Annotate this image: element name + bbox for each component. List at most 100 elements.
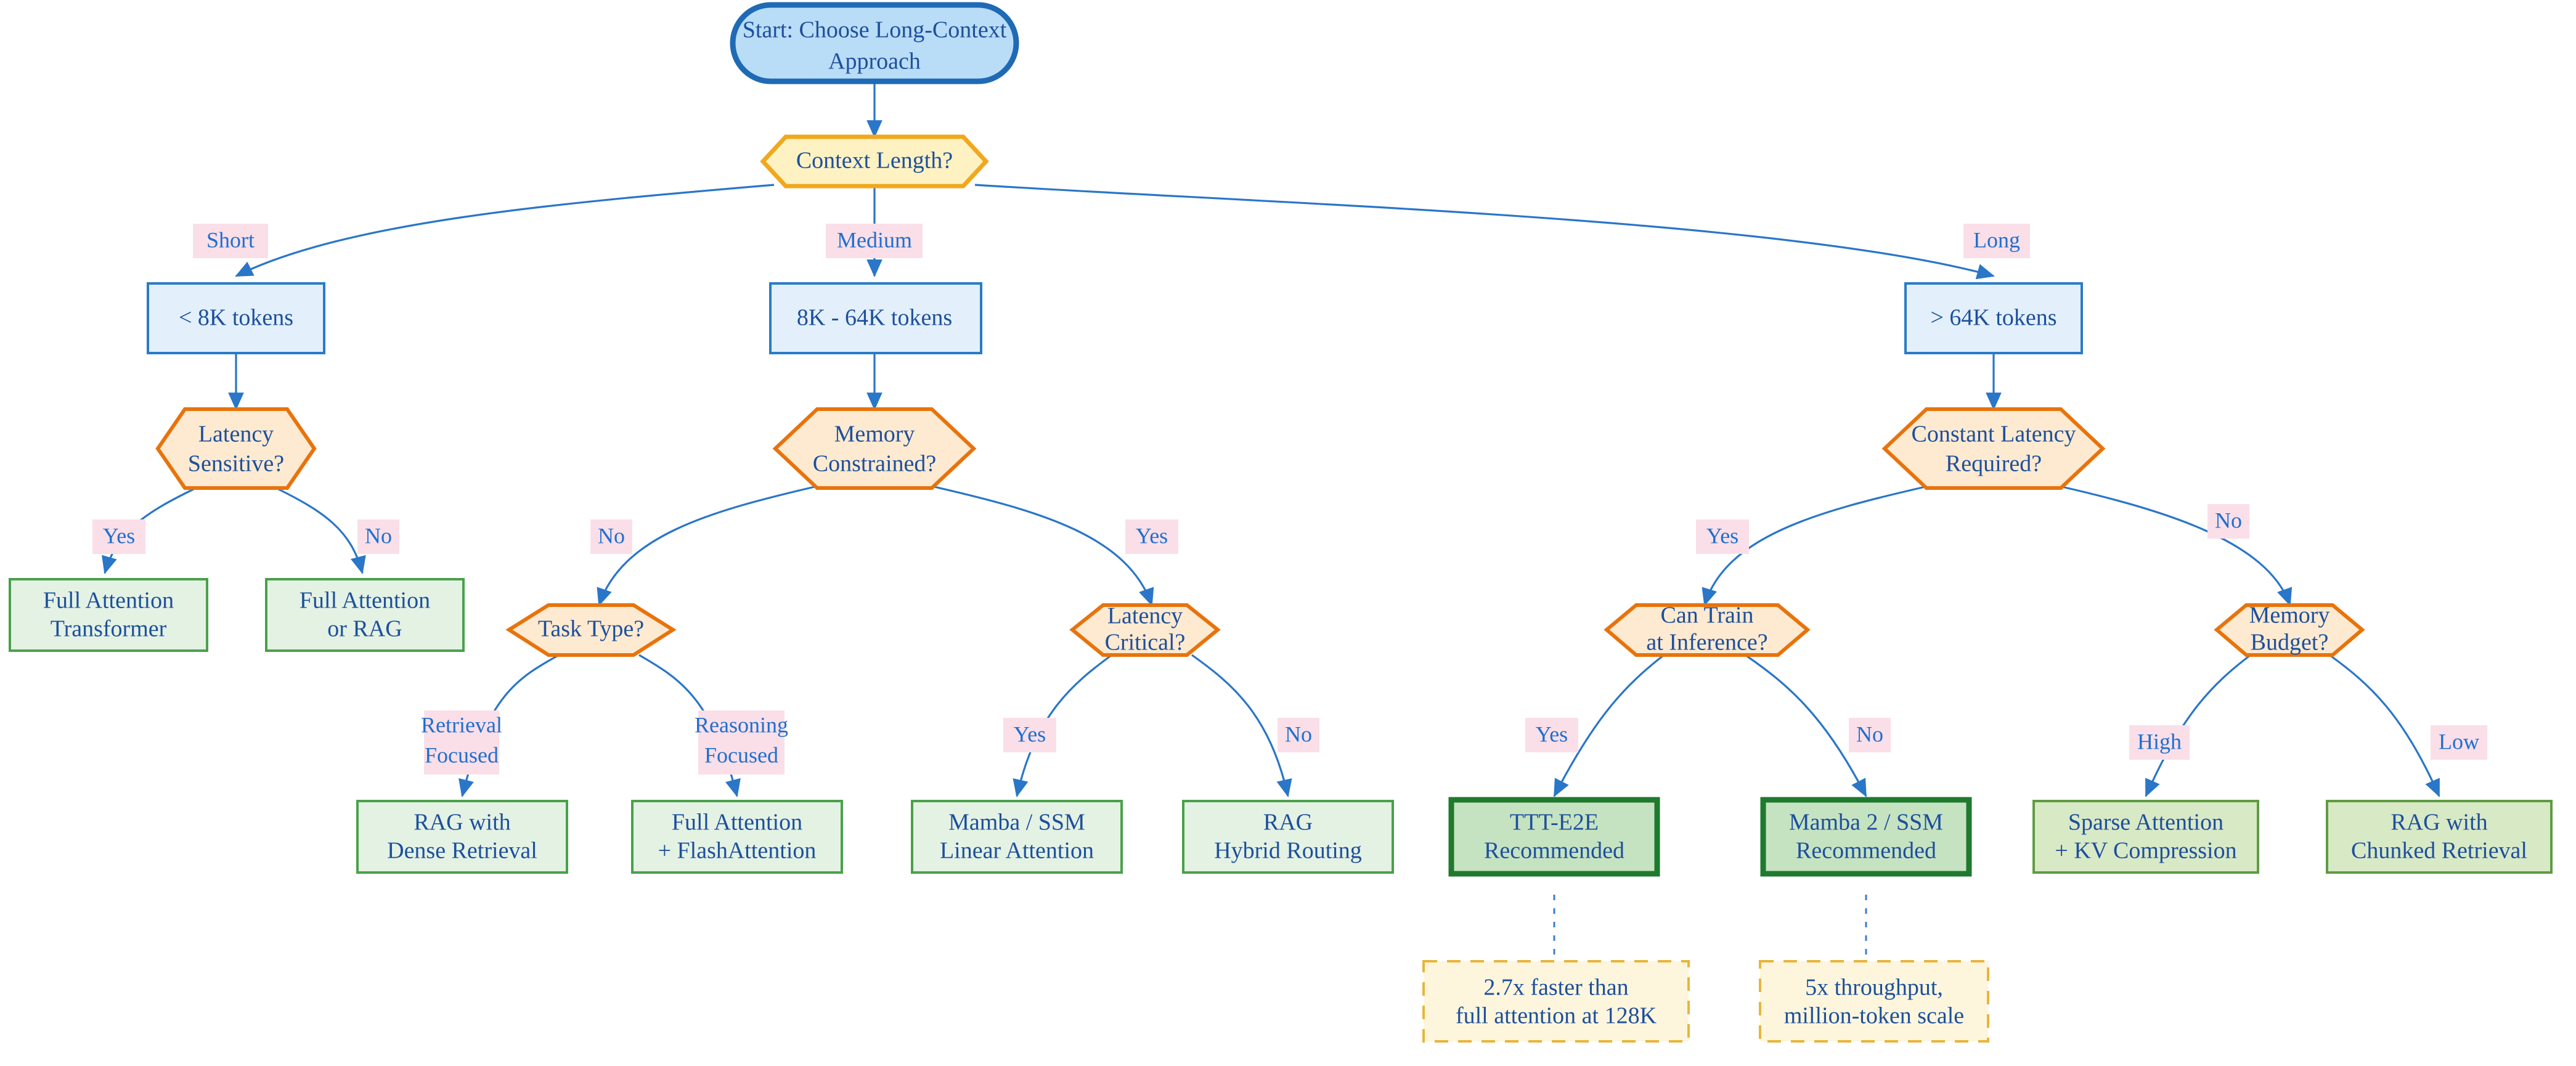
node-context-length[interactable]: Context Length? (760, 134, 989, 189)
node-task-type[interactable]: Task Type? (505, 603, 677, 657)
node-can-train-inference[interactable]: Can Train at Inference? (1604, 603, 1811, 657)
node-long-tokens[interactable]: > 64K tokens (1904, 282, 2083, 354)
edge-label-cantrain-yes: Yes (1525, 718, 1578, 752)
edge-label-memcon-yes-text: Yes (1136, 523, 1168, 548)
node-medium-tokens[interactable]: 8K - 64K tokens (769, 282, 982, 354)
edge-label-task-retrieval-l1: Retrieval (421, 712, 502, 737)
node-mambalin-line2: Linear Attention (940, 838, 1094, 864)
node-mamba2-ssm-recommended[interactable]: Mamba 2 / SSM Recommended (1760, 797, 1972, 877)
node-full-attention-or-rag[interactable]: Full Attention or RAG (265, 578, 465, 652)
note-ttt-line2: full attention at 128K (1456, 1003, 1657, 1029)
node-latency-sensitive[interactable]: Latency Sensitive? (155, 407, 317, 490)
node-mamba-ssm-linear[interactable]: Mamba / SSM Linear Attention (911, 800, 1123, 874)
node-fullattn-line2: Transformer (51, 616, 167, 642)
node-rag-hybrid-routing[interactable]: RAG Hybrid Routing (1182, 800, 1394, 874)
node-ttte2e-line2: Recommended (1484, 838, 1624, 864)
node-flashattn-line1: Full Attention (672, 810, 802, 836)
node-long-tokens-label: > 64K tokens (1930, 305, 2056, 331)
edge-membudget-to-sparseattn (2145, 654, 2251, 797)
edge-label-task-reasoning-l2: Focused (704, 743, 778, 767)
node-rag-dense-retrieval[interactable]: RAG with Dense Retrieval (356, 800, 568, 874)
edge-label-constlat-yes: Yes (1696, 519, 1749, 554)
edge-ctxlen-to-short (235, 184, 775, 277)
node-ragdense-line1: RAG with (414, 810, 510, 836)
node-sparseattn-line1: Sparse Attention (2068, 810, 2223, 836)
edge-label-latsens-yes-text: Yes (103, 523, 135, 548)
node-memory-constrained[interactable]: Memory Constrained? (772, 407, 977, 490)
node-task-type-label: Task Type? (538, 616, 644, 642)
edge-latcrit-to-mambalin (1013, 654, 1112, 797)
edge-label-long-text: Long (1973, 227, 2020, 252)
node-raghybrid-line1: RAG (1263, 810, 1313, 836)
node-raghybrid-line2: Hybrid Routing (1214, 838, 1362, 864)
node-can-train-line2: at Inference? (1646, 630, 1767, 656)
edge-label-cantrain-yes-text: Yes (1536, 722, 1568, 746)
edge-label-latsens-no-text: No (365, 523, 392, 548)
edge-memcon-to-latcrit (934, 486, 1154, 606)
node-ragdense-line2: Dense Retrieval (387, 838, 537, 864)
node-context-length-label: Context Length? (796, 148, 953, 174)
edge-label-latcrit-no-text: No (1285, 722, 1312, 746)
node-memory-budget-line1: Memory (2249, 603, 2330, 629)
node-memory-constrained-line1: Memory (834, 421, 915, 447)
edge-label-membudget-low-text: Low (2439, 729, 2479, 754)
edge-label-task-reasoning-l1: Reasoning (695, 712, 788, 737)
node-latency-critical[interactable]: Latency Critical? (1069, 603, 1221, 657)
edge-latcrit-to-raghybrid (1191, 654, 1292, 797)
node-sparse-attention-kv[interactable]: Sparse Attention + KV Compression (2032, 800, 2259, 874)
edge-label-latcrit-no: No (1278, 718, 1319, 752)
node-fullattn-line1: Full Attention (43, 588, 174, 614)
edge-label-task-retrieval: Retrieval Focused (421, 710, 502, 775)
edge-label-task-reasoning: Reasoning Focused (695, 710, 788, 775)
edge-label-short: Short (193, 224, 268, 258)
edge-label-memcon-no: No (590, 519, 632, 554)
node-flashattn-line2: + FlashAttention (658, 838, 817, 864)
edge-label-cantrain-no: No (1849, 718, 1891, 752)
edge-label-short-text: Short (206, 227, 255, 252)
node-memory-constrained-line2: Constrained? (813, 451, 937, 477)
node-short-tokens[interactable]: < 8K tokens (147, 282, 325, 354)
node-memory-budget[interactable]: Memory Budget? (2214, 603, 2365, 657)
edge-label-medium-text: Medium (837, 227, 912, 252)
note-mamba-performance: 5x throughput, million-token scale (1759, 960, 1989, 1043)
node-constant-latency-line2: Required? (1946, 451, 2042, 477)
edge-ctxlen-to-long (974, 184, 1995, 280)
node-latency-critical-line2: Critical? (1105, 630, 1186, 656)
note-mamba-line2: million-token scale (1784, 1003, 1964, 1029)
node-ttt-e2e-recommended[interactable]: TTT-E2E Recommended (1448, 797, 1660, 877)
node-latency-critical-line1: Latency (1107, 603, 1183, 629)
edge-label-cantrain-no-text: No (1856, 722, 1883, 746)
node-full-attention-transformer[interactable]: Full Attention Transformer (9, 578, 208, 652)
edge-label-latcrit-yes: Yes (1003, 718, 1056, 752)
edge-label-constlat-no: No (2207, 504, 2249, 539)
node-fullattnrag-line2: or RAG (327, 616, 402, 642)
edge-cantrain-to-mamba2 (1745, 654, 1867, 797)
edge-label-long: Long (1963, 224, 2030, 258)
edge-label-memcon-no-text: No (598, 523, 625, 548)
edge-label-memcon-yes: Yes (1125, 519, 1178, 554)
note-mamba-line1: 5x throughput, (1805, 975, 1943, 1001)
edge-label-constlat-no-text: No (2215, 508, 2242, 532)
node-sparseattn-line2: + KV Compression (2055, 838, 2236, 864)
edge-label-latcrit-yes-text: Yes (1014, 722, 1046, 746)
node-start[interactable]: Start: Choose Long-Context Approach (730, 2, 1019, 84)
node-ragchunked-line2: Chunked Retrieval (2351, 838, 2527, 864)
node-constant-latency[interactable]: Constant Latency Required? (1881, 407, 2106, 490)
node-latency-sensitive-line1: Latency (198, 421, 274, 447)
edge-constlat-to-cantrain (1702, 486, 1926, 606)
node-start-line1: Start: Choose Long-Context (743, 17, 1007, 43)
node-latency-sensitive-line2: Sensitive? (188, 451, 284, 477)
edge-label-latsens-no: No (357, 519, 399, 554)
node-full-attention-flashattention[interactable]: Full Attention + FlashAttention (631, 800, 843, 874)
node-rag-chunked-retrieval[interactable]: RAG with Chunked Retrieval (2326, 800, 2553, 874)
note-ttt-line1: 2.7x faster than (1483, 975, 1628, 1001)
node-start-line2: Approach (828, 49, 921, 75)
edge-label-latsens-yes: Yes (92, 519, 145, 554)
edge-label-membudget-low: Low (2431, 725, 2487, 760)
edge-latsens-to-fullattnrag (275, 487, 366, 574)
node-mambalin-line1: Mamba / SSM (948, 810, 1085, 836)
edge-label-membudget-high: High (2129, 725, 2190, 760)
node-memory-budget-line2: Budget? (2251, 630, 2329, 656)
